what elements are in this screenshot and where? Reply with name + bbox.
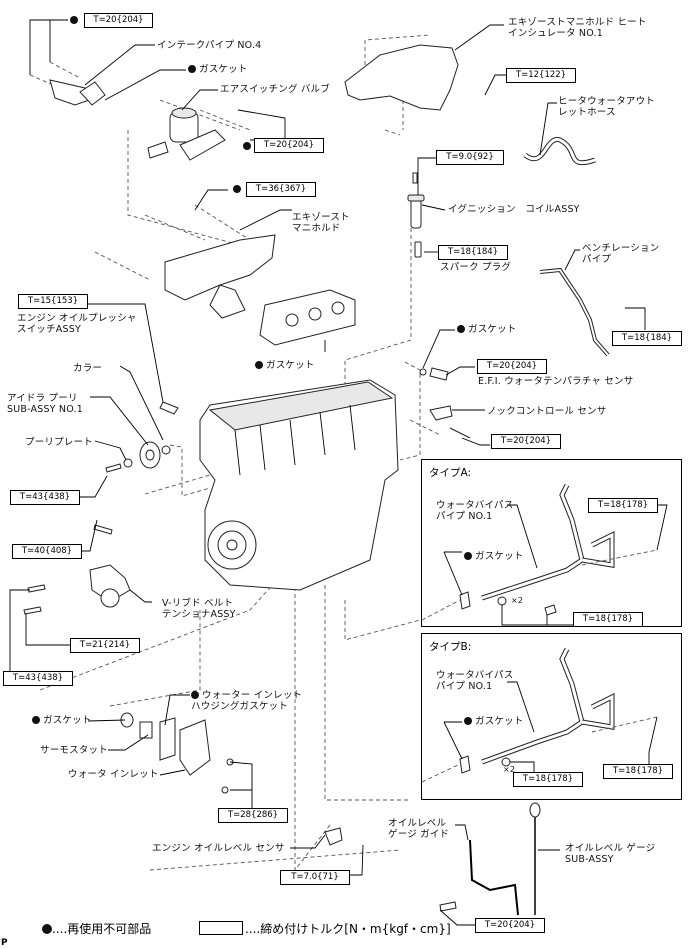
torque-box-icon	[199, 921, 243, 935]
label-exhaust-manifold: エキゾースト マニホルド	[292, 212, 350, 234]
torque-oil-pressure-switch: T=15{153}	[18, 294, 88, 309]
non-reusable-marker	[233, 185, 241, 193]
non-reusable-dot-icon	[42, 924, 52, 934]
label-ignition-coil: イグニッション コイルASSY	[448, 204, 580, 215]
type-a-pipe-label: ウォータバイパス パイプ NO.1	[436, 500, 514, 522]
corner-mark: P	[1, 938, 8, 948]
type-a-artwork	[422, 483, 668, 626]
label-idler-pulley: アイドラ プーリ SUB-ASSY NO.1	[7, 393, 83, 415]
label-oil-level-gauge: オイルレベル ゲージ SUB-ASSY	[565, 843, 656, 865]
torque-water-inlet: T=28{286}	[218, 808, 288, 823]
label-pulley-plate: プーリプレート	[25, 437, 93, 448]
label-efi-sensor: E.F.I. ウォータテンパラチャ センサ	[478, 376, 634, 387]
torque-idler-pulley: T=43{438}	[10, 490, 80, 505]
torque-insulator: T=12{122}	[506, 68, 576, 83]
torque-intake-pipe: T=20{204}	[84, 13, 153, 28]
type-b-qty: ×2	[503, 765, 516, 774]
non-reusable-marker	[70, 16, 78, 24]
label-oil-level-sensor: エンジン オイルレベル センサ	[152, 843, 285, 854]
label-knock-sensor: ノックコントロール センサ	[487, 406, 607, 417]
torque-ventilation-pipe: T=18{184}	[612, 331, 682, 346]
torque-tensioner-low: T=43{438}	[3, 671, 73, 686]
type-a-title: タイプA:	[429, 467, 472, 479]
torque-tensioner-top: T=40{408}	[12, 544, 82, 559]
torque-ignition-coil: T=9.0{92}	[436, 150, 504, 165]
type-b-title: タイプB:	[429, 641, 472, 653]
label-ventilation-pipe: ベンチレーション パイプ	[582, 243, 660, 265]
type-b-panel: タイプB: ウォータバイパス パイプ NO.1 ガスケット ×2 T=18{17…	[421, 633, 682, 800]
label-heater-hose: ヒータウォータアウト レットホース	[558, 96, 656, 118]
label-exhaust-insulator: エキゾーストマニホルド ヒート インシュレータ NO.1	[508, 17, 647, 39]
torque-tensioner-mid: T=21{214}	[70, 638, 140, 653]
type-b-gasket-label: ガスケット	[464, 716, 524, 727]
label-water-inlet: ウォータ インレット	[68, 769, 159, 780]
label-water-inlet-gasket: ウォーター インレット ハウジングガスケット	[191, 690, 303, 712]
torque-oil-level-sensor: T=7.0{71}	[280, 870, 350, 885]
label-air-switching-valve: エアスイッチング バルブ	[220, 84, 330, 95]
non-reusable-marker	[243, 142, 251, 150]
type-a-torque-bottom: T=18{178}	[573, 612, 643, 627]
label-collar: カラー	[73, 363, 103, 374]
label-v-belt-tensioner: V-リブド ベルト テンショナASSY	[162, 598, 236, 620]
type-a-gasket-label: ガスケット	[464, 551, 524, 562]
label-gasket-1: ガスケット	[188, 64, 248, 75]
legend-non-reusable: ....再使用不可部品	[42, 920, 151, 937]
label-oil-pressure-switch: エンジン オイルプレッシャ スイッチASSY	[17, 313, 137, 335]
label-gasket-4: ガスケット	[32, 715, 92, 726]
label-gasket-2: ガスケット	[255, 360, 315, 371]
label-thermostat: サーモスタット	[40, 745, 108, 756]
type-a-qty: ×2	[511, 596, 524, 605]
type-b-torque-bottom: T=18{178}	[513, 772, 583, 787]
label-intake-pipe: インテークパイプ NO.4	[157, 40, 262, 51]
torque-oil-gauge-guide: T=20{204}	[475, 918, 545, 933]
torque-knock-sensor: T=20{204}	[491, 434, 561, 449]
label-spark-plug: スパーク プラグ	[440, 262, 512, 273]
torque-spark-plug: T=18{184}	[438, 245, 508, 260]
type-b-pipe-label: ウォータバイパス パイプ NO.1	[436, 670, 514, 692]
label-gasket-3: ガスケット	[457, 324, 517, 335]
type-b-torque-right: T=18{178}	[603, 764, 673, 779]
label-oil-gauge-guide: オイルレベル ゲージ ガイド	[388, 818, 450, 840]
torque-manifold-nut: T=36{367}	[246, 182, 316, 197]
legend-torque: ....締め付けトルク[N・m{kgf・cm}]	[199, 920, 451, 937]
type-a-torque-right: T=18{178}	[588, 498, 658, 513]
type-b-artwork	[422, 647, 658, 783]
torque-air-valve: T=20{204}	[254, 138, 324, 153]
type-a-panel: タイプA: ウォータバイパス パイプ NO.1 ガスケット ×2 T=18{17…	[421, 459, 682, 627]
torque-efi-sensor: T=20{204}	[477, 359, 547, 374]
